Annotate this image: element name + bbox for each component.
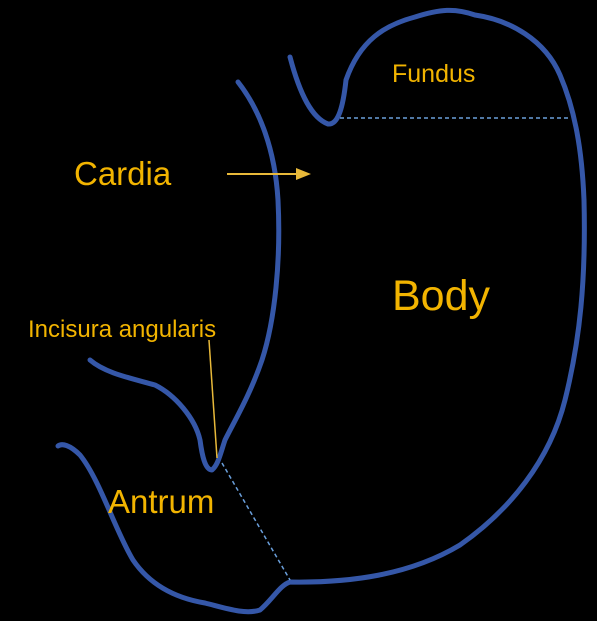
greater-curvature-outline [58, 10, 584, 611]
cardia-arrow-head [296, 168, 311, 180]
body-antrum-divider [222, 463, 290, 580]
antrum-label: Antrum [108, 483, 214, 520]
incisura-pointer-line [209, 340, 217, 458]
cardia-label: Cardia [74, 155, 172, 192]
lesser-curvature-outline [90, 82, 279, 470]
fundus-label: Fundus [392, 60, 475, 88]
body-label: Body [392, 272, 491, 320]
incisura-angularis-label: Incisura angularis [28, 316, 216, 343]
